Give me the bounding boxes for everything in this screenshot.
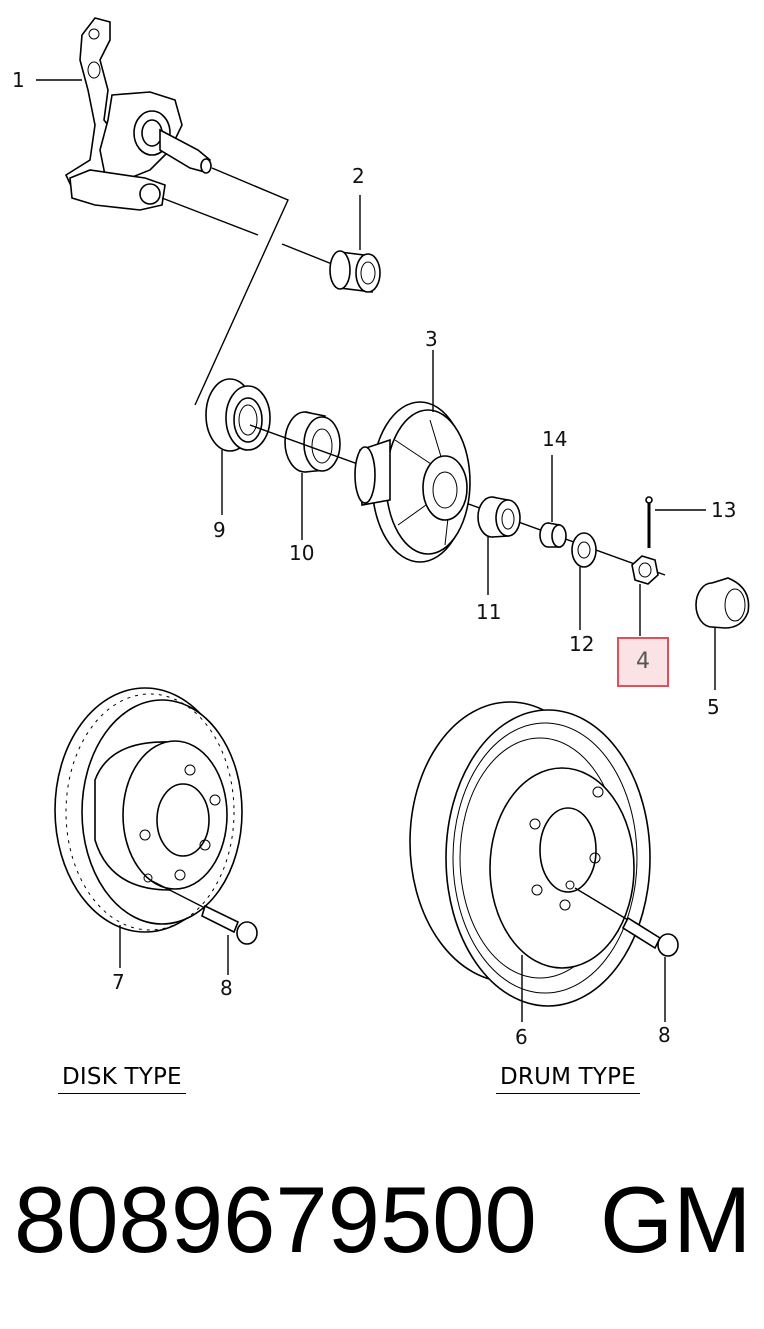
bearing-part-11 — [477, 496, 521, 538]
callout-14: 14 — [542, 427, 568, 451]
drum-type-label: DRUM TYPE — [496, 1065, 640, 1094]
hub-part-3 — [354, 401, 471, 563]
callout-12: 12 — [569, 632, 595, 656]
callout-8-drum: 8 — [658, 1023, 671, 1047]
part-number: 8089679500 — [14, 1167, 537, 1272]
bolt-part-8-disk — [149, 879, 258, 945]
callout-5: 5 — [707, 695, 720, 719]
callout-4-highlighted: 4 — [617, 637, 669, 687]
bearing-race-part-9 — [205, 378, 271, 452]
callout-8-disk: 8 — [220, 976, 233, 1000]
nut-part-4 — [631, 555, 659, 585]
steering-knuckle — [64, 17, 212, 211]
bushing-part-2 — [329, 250, 381, 293]
disk-type-label: DISK TYPE — [58, 1065, 186, 1094]
brake-drum-part-6 — [409, 701, 651, 1007]
dust-cap-part-5 — [695, 577, 750, 629]
callout-9: 9 — [213, 518, 226, 542]
callout-2: 2 — [352, 164, 365, 188]
callout-1: 1 — [12, 68, 25, 92]
washer-part-14 — [539, 522, 567, 548]
callout-10: 10 — [289, 541, 315, 565]
callout-11: 11 — [476, 600, 502, 624]
callout-7: 7 — [112, 970, 125, 994]
brake-disk-part-7 — [54, 687, 243, 933]
bolt-part-8-drum — [574, 887, 679, 957]
washer-part-12 — [571, 532, 597, 568]
bearing-part-10 — [284, 411, 341, 473]
footer: 8089679500 GM — [0, 1170, 764, 1270]
callout-13: 13 — [711, 498, 737, 522]
callout-6: 6 — [515, 1025, 528, 1049]
callout-3: 3 — [425, 327, 438, 351]
brand: GM — [600, 1167, 752, 1272]
cotter-pin-part-13 — [645, 496, 653, 548]
